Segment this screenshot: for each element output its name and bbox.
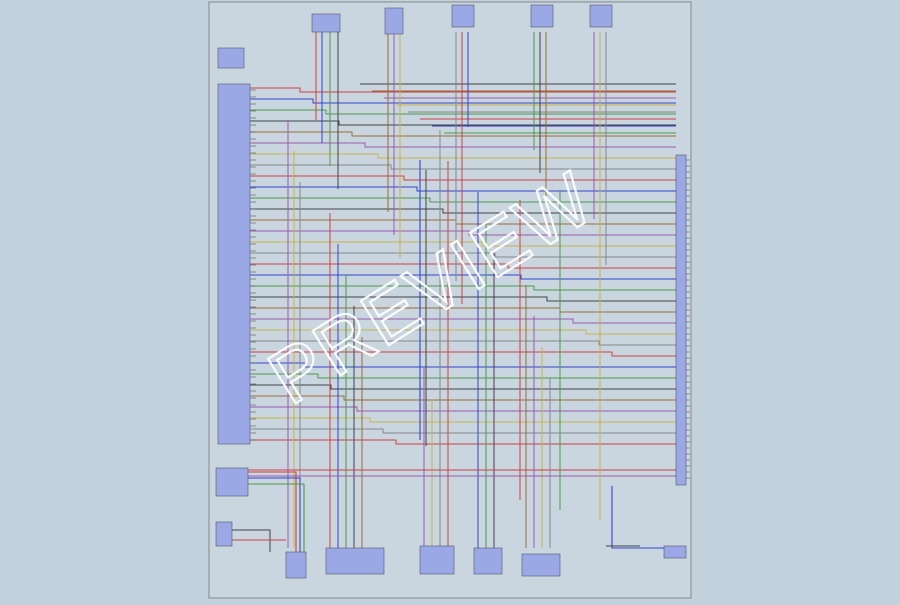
right-connector (675, 154, 687, 486)
bus-wire (250, 241, 676, 247)
bottom-module-2 (325, 547, 385, 575)
bus-wire (250, 274, 676, 280)
bus-wire (250, 340, 676, 346)
bus-wire (250, 417, 676, 423)
lower-left-wire (248, 483, 305, 552)
lower-left-wire (248, 471, 297, 552)
bus-wire (250, 197, 676, 203)
sensor-1 (384, 7, 404, 35)
bus-wire (250, 98, 676, 104)
bus-wire (250, 439, 676, 445)
bus-wire (250, 142, 676, 148)
bus-wire (250, 329, 676, 335)
bus-wire (250, 87, 676, 93)
label-ticks (250, 89, 690, 479)
bus-wire (250, 285, 676, 291)
bus-wire (250, 175, 676, 181)
bus-wire (250, 252, 676, 258)
bus-wire (250, 362, 676, 368)
right-output-wire (611, 486, 664, 549)
bottom-module-3 (419, 545, 455, 575)
bus-wire (250, 120, 676, 126)
bus-wire (250, 153, 676, 159)
bus-wire (250, 164, 676, 170)
bus-wire (250, 406, 676, 412)
relay-1 (451, 4, 475, 28)
bus-wire (250, 373, 676, 379)
wire-layer (232, 32, 676, 552)
top-left-module (311, 13, 341, 33)
bus-wire (250, 109, 676, 115)
bus-wire (250, 131, 676, 137)
relay-3 (589, 4, 613, 28)
bus-wire (250, 384, 676, 390)
relay-2 (530, 4, 554, 28)
component-layer (215, 4, 687, 579)
bottom-module-1 (285, 551, 307, 579)
main-control-module (217, 83, 251, 445)
left-lower-module (215, 467, 249, 497)
diagram-sheet (208, 1, 692, 599)
pump-wire (232, 529, 271, 552)
bus-wire (250, 395, 676, 401)
left-pump-module (215, 521, 233, 547)
bus-wire (250, 318, 676, 324)
bus-wire (250, 351, 676, 357)
left-top-module (217, 47, 245, 69)
bus-wire (250, 296, 676, 302)
bottom-right-module (663, 545, 687, 559)
lower-left-wire (248, 477, 301, 552)
bottom-module-4 (473, 547, 503, 575)
bus-wire (250, 230, 676, 236)
bus-wire (250, 428, 676, 434)
bus-wire (250, 263, 676, 269)
bottom-module-5 (521, 553, 561, 577)
